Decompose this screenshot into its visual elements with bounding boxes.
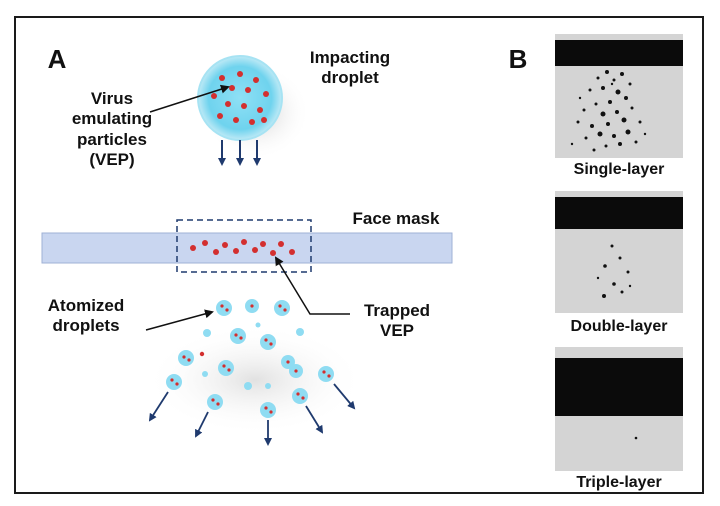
impacting-droplet bbox=[197, 55, 310, 160]
virus-particles-label: Virus emulating particles (VEP) bbox=[71, 89, 153, 170]
virus-pointer-arrow bbox=[149, 84, 230, 113]
triple-layer-caption: Triple-layer bbox=[576, 474, 662, 491]
atomized-pointer-arrow bbox=[145, 309, 214, 331]
face-mask bbox=[41, 219, 453, 273]
panel-b-label: B bbox=[508, 44, 528, 74]
droplet-particles bbox=[211, 71, 269, 125]
trapped-pointer-arrow bbox=[274, 256, 350, 315]
double-layer-caption: Double-layer bbox=[570, 318, 668, 335]
atomized-droplets bbox=[166, 299, 334, 418]
photo-single-layer bbox=[555, 34, 683, 158]
panel-a-label: A bbox=[47, 44, 67, 74]
trapped-vep-label: Trapped VEP bbox=[363, 301, 431, 341]
photo-double-layer bbox=[555, 191, 683, 313]
photo-triple-layer bbox=[555, 347, 683, 471]
single-layer-caption: Single-layer bbox=[573, 161, 665, 178]
spray-shadow bbox=[145, 325, 365, 435]
spray-arrows bbox=[148, 383, 356, 446]
trapped-particles bbox=[190, 239, 295, 256]
atomized-droplets-label: Atomized droplets bbox=[47, 296, 125, 336]
impacting-droplet-label: Impacting droplet bbox=[309, 48, 391, 88]
impact-arrows bbox=[218, 140, 261, 166]
face-mask-label: Face mask bbox=[352, 209, 440, 228]
